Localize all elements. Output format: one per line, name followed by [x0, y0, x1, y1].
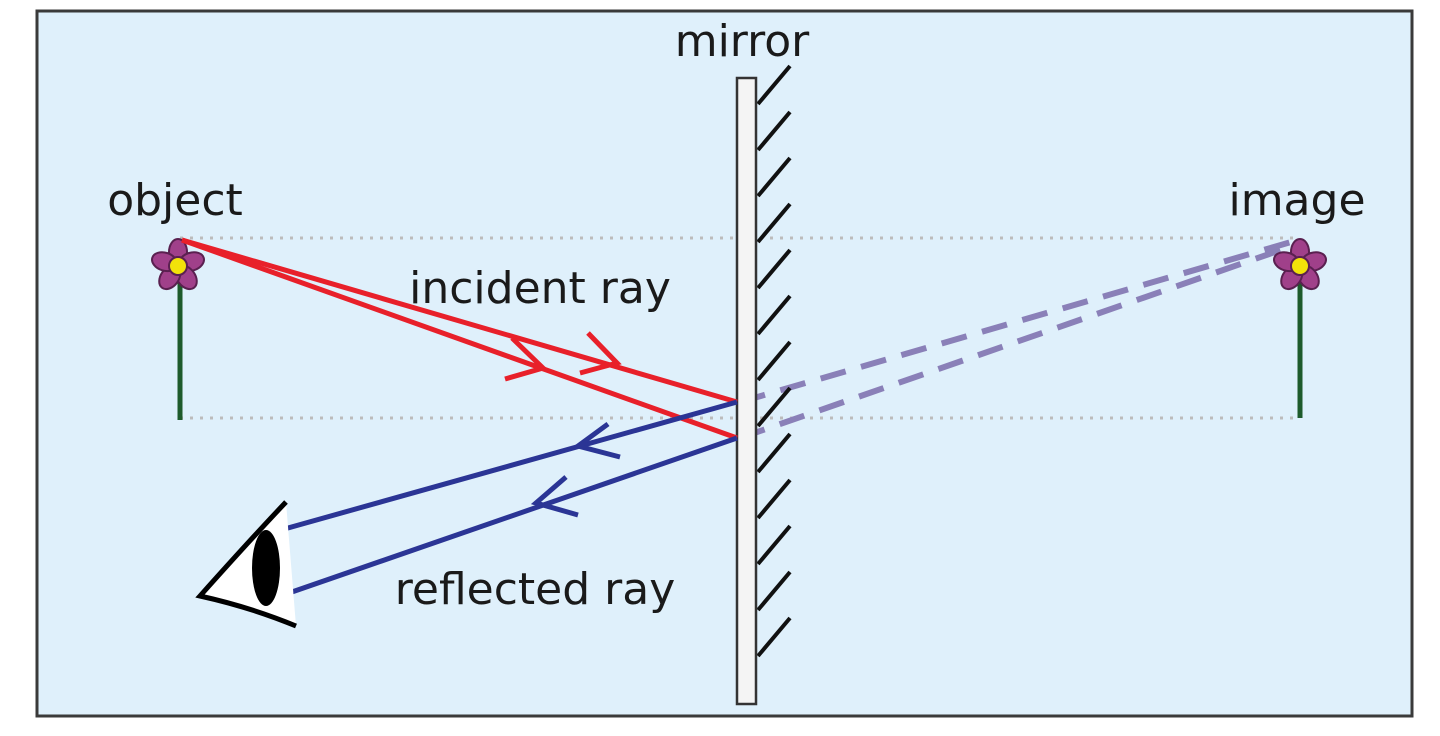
- reflected-ray-label: reflected ray: [395, 564, 676, 615]
- mirror: [735, 76, 758, 706]
- incident-rays: [181, 237, 738, 441]
- reflected-ray-upper: [262, 399, 738, 538]
- image-flower-icon: [1270, 238, 1330, 418]
- incident-ray-upper: [181, 237, 738, 405]
- mirror-hatching: [756, 64, 792, 658]
- incident-arrow-lower: [504, 336, 548, 382]
- mirror-label: mirror: [675, 16, 810, 67]
- diagram-background: [35, 9, 1414, 718]
- object-label: object: [107, 175, 243, 226]
- reflected-ray-lower: [262, 435, 738, 605]
- virtual-rays: [739, 237, 1299, 441]
- object-flower-icon: [148, 238, 208, 420]
- image-label: image: [1228, 175, 1365, 226]
- incident-ray-label: incident ray: [409, 263, 671, 314]
- incident-ray-lower: [181, 237, 738, 441]
- eye-icon: [195, 500, 297, 629]
- virtual-ray-upper: [739, 237, 1299, 405]
- reflected-arrow-lower: [530, 475, 579, 518]
- virtual-ray-lower: [739, 241, 1299, 441]
- incident-arrow-upper: [579, 331, 622, 376]
- reflected-rays: [262, 399, 738, 605]
- reflected-arrow-upper: [572, 421, 621, 460]
